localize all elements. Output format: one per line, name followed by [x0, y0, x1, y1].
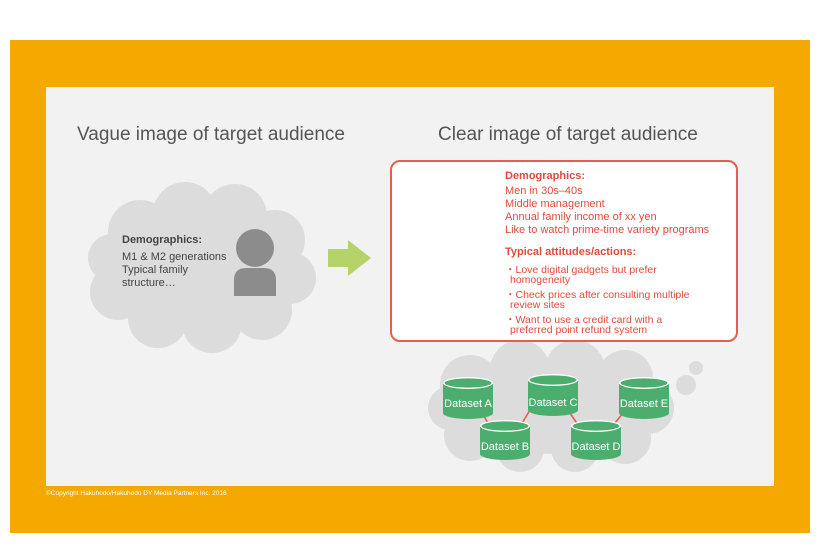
vague-person-icon: [234, 229, 276, 296]
vague-demo-line-2: Typical family: [122, 264, 189, 276]
dataset-a: Dataset A: [443, 377, 493, 419]
vague-demo-line-3: structure…: [122, 277, 176, 289]
dataset-d-label: Dataset D: [572, 441, 621, 453]
vague-demo-line-1: M1 & M2 generations: [122, 251, 227, 263]
clear-demo-line-4: Like to watch prime-time variety program…: [505, 224, 710, 236]
vague-heading: Vague image of target audience: [77, 124, 345, 145]
dataset-e-label: Dataset E: [620, 398, 668, 410]
vague-demographics-label: Demographics:: [122, 234, 203, 246]
attitude-line-4: review sites: [510, 299, 565, 311]
attitude-line-2: homogeneity: [510, 274, 571, 286]
clear-heading: Clear image of target audience: [438, 124, 698, 145]
attitude-line-3: ・Check prices after consulting multiple: [505, 289, 690, 301]
clear-demographics-label: Demographics:: [505, 170, 586, 182]
clear-profile-card: [390, 160, 738, 342]
attitude-line-1: ・Love digital gadgets but prefer: [505, 264, 657, 276]
clear-attitudes-label: Typical attitudes/actions:: [505, 246, 637, 258]
dataset-c-label: Dataset C: [529, 397, 578, 409]
clear-demo-line-2: Middle management: [505, 198, 605, 210]
attitude-line-6: preferred point refund system: [510, 324, 648, 336]
clear-demo-line-1: Men in 30s–40s: [505, 185, 583, 197]
dataset-d: Dataset D: [571, 420, 621, 460]
dataset-b-label: Dataset B: [481, 441, 529, 453]
dataset-b: Dataset B: [480, 420, 530, 460]
arrow-right-icon: [328, 240, 371, 276]
dataset-e: Dataset E: [619, 377, 669, 419]
copyright-text: ©Copyright Hakuhodo/Hakuhodo DY Media Pa…: [46, 490, 227, 497]
dataset-c: Dataset C: [528, 374, 578, 416]
dataset-a-label: Dataset A: [444, 398, 492, 410]
attitude-line-5: ・Want to use a credit card with a: [505, 314, 663, 326]
clear-demo-line-3: Annual family income of xx yen: [505, 211, 657, 223]
